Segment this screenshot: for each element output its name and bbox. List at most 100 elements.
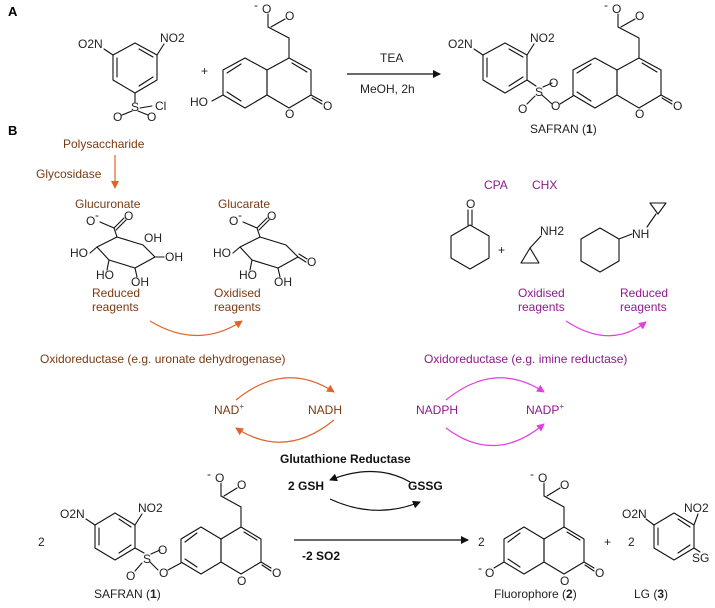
minus-charge: - xyxy=(530,467,534,481)
reduced-reagents-right: reagents xyxy=(620,300,667,314)
cyclohexanone-structure: O xyxy=(450,197,490,270)
plus-sign: + xyxy=(604,535,611,549)
carboxylate-o-label: O xyxy=(229,214,238,228)
gsh-label: 2 GSH xyxy=(288,479,324,493)
ring-o-label: O xyxy=(267,209,276,223)
ring-o-label: O xyxy=(560,574,569,588)
carboxylate-o-label: O xyxy=(262,2,271,16)
hydroxyl-label: OH xyxy=(165,250,183,264)
stoichiometry-coefficient: 2 xyxy=(628,535,635,549)
lactone-o-label: O xyxy=(272,566,281,580)
minus-charge: - xyxy=(254,0,258,12)
no2-label: NO2 xyxy=(160,31,185,45)
carboxylate-o-label: O xyxy=(86,214,95,228)
ring-o-label: O xyxy=(635,107,644,121)
product-amine-structure: NH xyxy=(580,202,667,273)
lg-label: LG (3) xyxy=(634,587,668,601)
sulfonyl-o-label: O xyxy=(549,76,558,90)
nad-cycle-arrow-bottom xyxy=(235,419,335,443)
hydroxyl-label: HO xyxy=(213,246,231,260)
glucuronate-label: Glucuronate xyxy=(75,197,141,211)
nad-cycle-arrow-top xyxy=(235,377,335,401)
nad-plus-label: NAD+ xyxy=(214,402,244,417)
lactone-o-label: O xyxy=(307,255,316,269)
o2n-label: O2N xyxy=(622,507,647,521)
polysaccharide-label: Polysaccharide xyxy=(63,137,145,151)
carboxylate-o-label: O xyxy=(538,471,547,485)
sulfonyl-o-label: O xyxy=(147,110,156,124)
oxidised-reagents-left: Oxidised xyxy=(214,286,261,300)
oxidised-reagents-right: Oxidised xyxy=(518,286,565,300)
minus-charge: - xyxy=(238,208,242,222)
cpa-label: CPA xyxy=(484,178,508,192)
hydroxyl-label: OH xyxy=(144,231,162,245)
o2n-label: O2N xyxy=(78,37,103,51)
glutathione-reductase-arrow xyxy=(329,470,411,483)
fluorophore-structure: O - O O O O - xyxy=(478,467,604,588)
safran-product-label: SAFRAN (1) xyxy=(530,122,597,136)
sulfonyl-o-label: O xyxy=(113,110,122,124)
sulfonyl-o-label: O xyxy=(158,543,167,557)
stoichiometry-coefficient: 2 xyxy=(38,535,45,549)
fluorophore-label: Fluorophore (2) xyxy=(494,587,577,601)
safran-product-structure: O2N NO2 S O O O O - O O O xyxy=(448,0,682,121)
sulfur-label: S xyxy=(143,552,151,566)
reduced-reagents-right: Reduced xyxy=(620,286,668,300)
reagent-tea: TEA xyxy=(380,51,403,65)
nh-label: NH xyxy=(632,227,649,241)
glutathione-reductase-label: Glutathione Reductase xyxy=(280,452,411,466)
hydroxyl-label: HO xyxy=(70,246,88,260)
hydroxyl-label: OH xyxy=(274,275,292,289)
minus-charge: - xyxy=(604,0,608,12)
oxidised-reagents-left: reagents xyxy=(214,300,261,314)
reagent-arrow-right xyxy=(565,320,647,337)
carboxylate-o-label: O xyxy=(612,2,621,16)
hydroxyl-label: HO xyxy=(239,268,257,282)
no2-label: NO2 xyxy=(530,31,555,45)
carboxylate-o-label: O xyxy=(215,471,224,485)
nadp-cycle-arrow-top xyxy=(445,377,545,401)
hydroxyl-label: HO xyxy=(190,95,208,109)
minus-charge: - xyxy=(95,208,99,222)
hydroxyl-label: HO xyxy=(96,268,114,282)
amine-label: NH2 xyxy=(540,224,564,238)
chlorine-label: Cl xyxy=(155,99,166,113)
chx-label: CHX xyxy=(532,178,557,192)
nadph-label: NADPH xyxy=(416,403,458,417)
glucarate-label: Glucarate xyxy=(218,197,270,211)
gssg-label: GSSG xyxy=(408,479,443,493)
panel-b-label: B xyxy=(8,123,17,138)
no2-label: NO2 xyxy=(138,501,163,515)
cyclopropylamine-structure: NH2 xyxy=(520,224,564,264)
ketone-o-label: O xyxy=(466,197,475,211)
panel-a-label: A xyxy=(8,4,18,19)
minus-charge: - xyxy=(207,467,211,481)
glycosidase-label: Glycosidase xyxy=(36,167,102,181)
ring-o-label: O xyxy=(237,574,246,588)
no2-label: NO2 xyxy=(684,501,709,515)
ring-o-label: O xyxy=(124,209,133,223)
plus-sign: + xyxy=(498,243,505,257)
carbonyl-o-label: O xyxy=(635,9,644,23)
carbonyl-o-label: O xyxy=(237,478,246,492)
sg-label: SG xyxy=(692,551,709,565)
o2n-label: O2N xyxy=(448,37,473,51)
oxidoreductase-right-label: Oxidoreductase (e.g. imine reductase) xyxy=(424,352,627,366)
plus-sign: + xyxy=(201,64,208,78)
lactone-o-label: O xyxy=(673,99,682,113)
reduced-reagents-left: reagents xyxy=(92,300,139,314)
oxidised-reagents-right: reagents xyxy=(518,300,565,314)
phenolate-o-label: O xyxy=(485,566,494,580)
ester-o-label: O xyxy=(551,99,560,113)
safran-bottom-label: SAFRAN (1) xyxy=(94,587,161,601)
sulfur-label: S xyxy=(131,100,139,114)
so2-label: -2 SO2 xyxy=(302,549,340,563)
leaving-group-structure: O2N NO2 SG xyxy=(622,501,709,565)
reagent-solvent: MeOH, 2h xyxy=(360,82,415,96)
coumarin-acetate-structure: O - O HO O O xyxy=(190,0,332,121)
minus-charge: - xyxy=(478,561,482,575)
lactone-o-label: O xyxy=(595,566,604,580)
carbonyl-o-label: O xyxy=(560,478,569,492)
glucuronate-structure: O - O HO HO OH OH OH xyxy=(70,208,183,289)
